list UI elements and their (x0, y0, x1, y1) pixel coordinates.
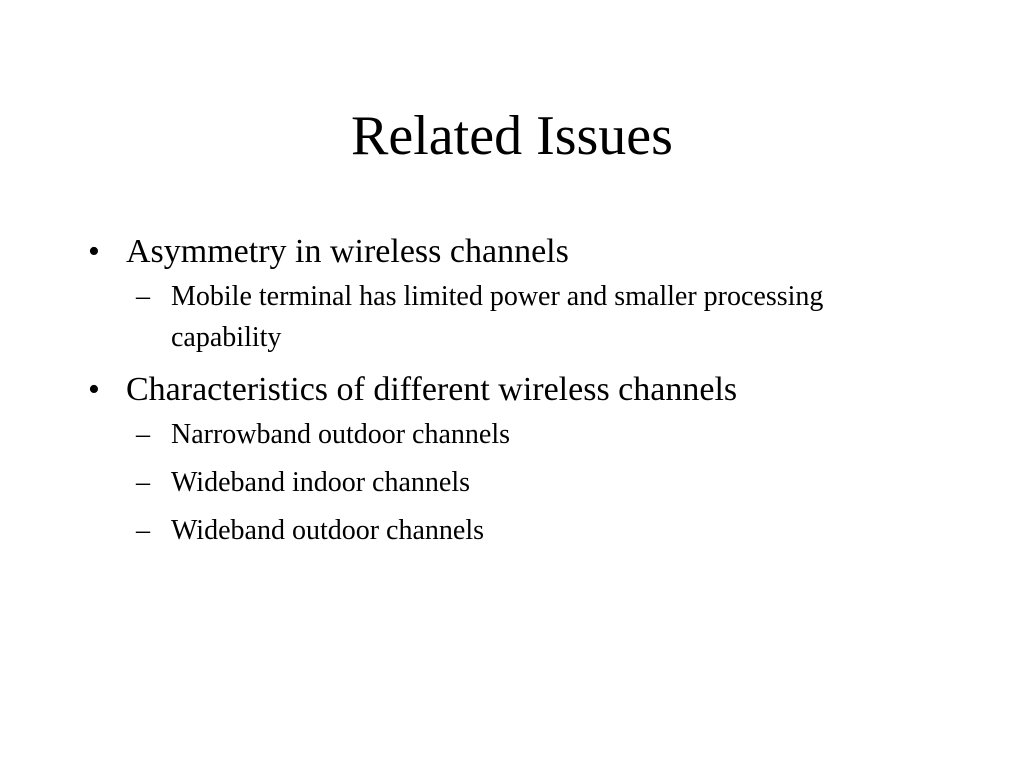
dash-icon: – (136, 419, 150, 450)
dash-icon: – (136, 467, 150, 498)
sub-bullet-list: – Mobile terminal has limited power and … (126, 276, 964, 358)
bullet-text: Asymmetry in wireless channels (126, 233, 569, 270)
sub-bullet-text: Wideband indoor channels (171, 467, 471, 498)
slide-title: Related Issues (351, 105, 673, 167)
sub-bullet-text: Mobile terminal has limited power and sm… (171, 281, 824, 353)
dash-icon: – (136, 281, 150, 312)
dash-icon: – (136, 515, 150, 546)
sub-bullet-text: Wideband outdoor channels (171, 515, 485, 546)
bullet-text: Characteristics of different wireless ch… (126, 371, 738, 408)
bullet-icon: • (88, 233, 100, 270)
bullet-item: • Characteristics of different wireless … (84, 366, 964, 551)
sub-bullet-list: – Narrowband outdoor channels – Wideband… (126, 414, 964, 551)
sub-bullet-item: – Narrowband outdoor channels (126, 414, 851, 455)
sub-bullet-item: – Wideband indoor channels (126, 462, 851, 503)
sub-bullet-text: Narrowband outdoor channels (171, 419, 511, 450)
bullet-item: • Asymmetry in wireless channels – Mobil… (84, 228, 964, 358)
sub-bullet-item: – Mobile terminal has limited power and … (126, 276, 851, 358)
bullet-list: • Asymmetry in wireless channels – Mobil… (84, 228, 964, 558)
sub-bullet-item: – Wideband outdoor channels (126, 510, 851, 551)
bullet-icon: • (88, 371, 100, 408)
